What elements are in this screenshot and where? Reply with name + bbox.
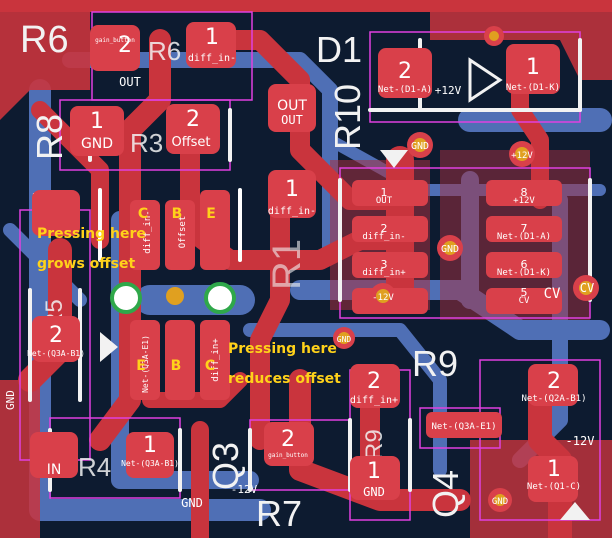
svg-text:2: 2 [186,107,200,132]
svg-text:2: 2 [281,427,295,452]
transistor-pin-letters: C B E E B C [136,206,216,374]
svg-text:OUT: OUT [119,75,141,89]
svg-text:7: 7 [521,222,528,235]
pad-labels: 2 1 2 1 1 GND 2 Offset OUT 1 2 1 2 3 8 7… [47,25,561,484]
designator-r9: R9 [412,343,458,384]
svg-text:5: 5 [521,286,528,299]
svg-text:+12V: +12V [511,151,533,161]
svg-text:Net-(Q3A-B1): Net-(Q3A-B1) [121,459,179,468]
svg-text:6: 6 [521,258,528,271]
designator-q4: Q4 [425,470,466,518]
svg-text:GND: GND [4,390,17,410]
designator-r6-ref: R6 [148,36,181,66]
svg-text:OUT: OUT [281,113,303,127]
svg-text:CV: CV [580,281,594,295]
svg-text:IN: IN [47,462,62,478]
svg-text:Net-(Q3A-E1): Net-(Q3A-E1) [141,335,150,393]
svg-text:diff_in-: diff_in- [362,232,405,242]
svg-text:1: 1 [285,177,299,202]
designator-r7: R7 [256,493,302,534]
svg-text:diff_in+: diff_in+ [362,268,406,278]
pads [30,22,578,502]
svg-text:C: C [138,206,148,222]
svg-text:1: 1 [547,457,561,482]
silk-markers [100,150,590,520]
svg-text:OUT: OUT [376,196,393,206]
net-labels: diff_in- OUT Net-(D1-A) Net-(D1-K) +12V … [4,37,594,510]
svg-text:CV: CV [544,286,561,302]
test-points [166,26,599,512]
grow-offset-press-target[interactable] [110,282,142,314]
designator-q3: Q3 [205,442,246,490]
designator-r4: R4 [78,452,111,482]
svg-text:Net-(D1-A): Net-(D1-A) [497,232,551,242]
svg-text:Net-(Q2A-B1): Net-(Q2A-B1) [521,394,586,404]
svg-text:GND: GND [181,496,203,510]
designator-r6: R6 [20,19,69,61]
svg-text:OUT: OUT [277,98,307,114]
svg-text:diff_in-: diff_in- [188,53,236,64]
reduce-offset-note-line2: reduces offset [228,371,341,387]
svg-text:Offset: Offset [178,216,188,249]
svg-text:Net-(D1-K): Net-(D1-K) [506,83,560,93]
grow-offset-note-line2: grows offset [37,256,135,272]
designator-r1: R1 [265,239,309,290]
svg-text:CV: CV [519,296,530,306]
svg-text:gain_button: gain_button [95,37,135,44]
svg-text:1: 1 [526,55,540,80]
designator-d1: D1 [316,29,362,70]
svg-text:diff_in-: diff_in- [143,210,153,253]
svg-text:B: B [172,206,183,222]
svg-text:2: 2 [381,222,388,235]
svg-text:B: B [171,358,182,374]
svg-text:C: C [205,358,215,374]
svg-text:GND: GND [363,485,385,499]
designator-r8: R8 [29,114,70,160]
svg-text:Net-(D1-A): Net-(D1-A) [378,85,432,95]
svg-text:gain_button: gain_button [268,452,308,459]
svg-text:2: 2 [547,369,561,394]
svg-text:2: 2 [367,369,381,394]
designator-r3: R3 [130,128,163,158]
svg-text:GND: GND [337,335,352,344]
svg-text:1: 1 [367,459,381,484]
svg-text:1: 1 [205,25,219,50]
svg-text:-12V: -12V [566,434,595,448]
svg-text:E: E [136,358,146,374]
svg-text:GND: GND [81,136,113,152]
svg-text:-12V: -12V [372,293,394,303]
annotations: Pressing here grows offset Pressing here… [37,226,341,387]
svg-text:1: 1 [381,186,388,199]
svg-text:+12V: +12V [435,84,462,97]
svg-text:Net-(Q3A-B1): Net-(Q3A-B1) [27,349,85,358]
svg-text:-12V: -12V [231,483,258,496]
svg-text:1: 1 [90,109,104,134]
svg-text:Net-(Q1-C): Net-(Q1-C) [527,482,581,492]
svg-text:diff_in+: diff_in+ [350,395,398,406]
svg-text:3: 3 [381,258,388,271]
reduce-offset-press-target[interactable] [204,282,236,314]
svg-text:Net-(D1-K): Net-(D1-K) [497,268,551,278]
svg-text:2: 2 [398,59,412,84]
svg-text:8: 8 [521,186,528,199]
designator-r9-ref: R9 [361,429,388,460]
svg-text:1: 1 [143,433,157,458]
svg-text:GND: GND [492,497,508,507]
svg-text:GND: GND [411,141,429,152]
svg-text:+12V: +12V [513,196,535,206]
grow-offset-note-line1: Pressing here [37,226,146,242]
svg-text:Net-(Q3A-E1): Net-(Q3A-E1) [431,422,496,432]
svg-text:diff_in-: diff_in- [268,206,316,217]
designator-r10: R10 [327,84,368,150]
svg-text:GND: GND [441,244,459,255]
svg-text:2: 2 [49,323,63,348]
svg-text:Offset: Offset [171,135,210,150]
reduce-offset-note-line1: Pressing here [228,341,337,357]
svg-text:diff_in+: diff_in+ [211,338,221,382]
svg-text:2: 2 [118,33,132,58]
svg-text:E: E [206,206,216,222]
